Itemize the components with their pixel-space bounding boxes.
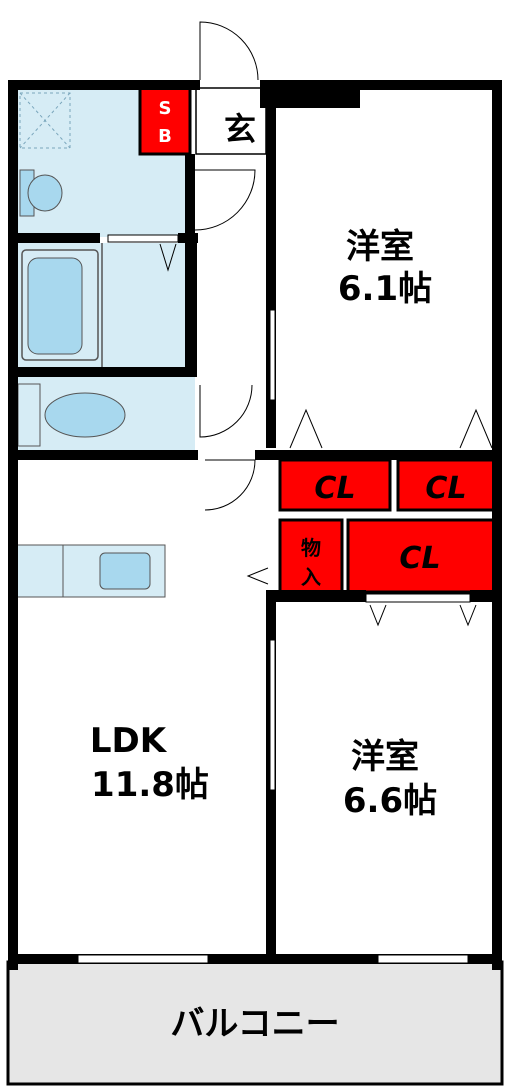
closet-3-label: CL — [399, 541, 440, 576]
entrance-floor — [195, 87, 267, 155]
balcony-label: バルコニー — [170, 1004, 339, 1044]
toilet-bowl — [27, 174, 63, 212]
shoe-box-label-line1: S — [159, 98, 172, 119]
room-western-1-size: 6.1帖 — [338, 269, 432, 309]
door-swings — [159, 169, 493, 627]
front-door-swing — [199, 21, 259, 81]
bathtub-basin — [27, 257, 83, 355]
balcony-area — [6, 960, 504, 1086]
wash-basin — [44, 392, 126, 438]
ventilation-fan — [19, 92, 71, 149]
storage-label-line1: 物 — [301, 536, 321, 560]
shoe-box-label-line2: B — [158, 126, 172, 147]
storage-label-line2: 入 — [301, 565, 321, 589]
room-western-1-name: 洋室 — [346, 227, 414, 267]
storage-cupboard — [278, 518, 344, 594]
room-western-2-size: 6.6帖 — [343, 781, 437, 821]
wash-basin-counter — [17, 383, 41, 447]
room-western-2-name: 洋室 — [351, 737, 419, 777]
closet-1 — [278, 458, 392, 512]
closet-2-label: CL — [425, 471, 466, 506]
kitchen-sink — [99, 552, 151, 590]
openings — [77, 234, 471, 964]
closet-1-label: CL — [314, 471, 355, 506]
entrance-label: 玄 — [224, 110, 256, 148]
room-ldk-name: LDK — [90, 721, 168, 761]
room-ldk-size: 11.8帖 — [91, 765, 209, 805]
